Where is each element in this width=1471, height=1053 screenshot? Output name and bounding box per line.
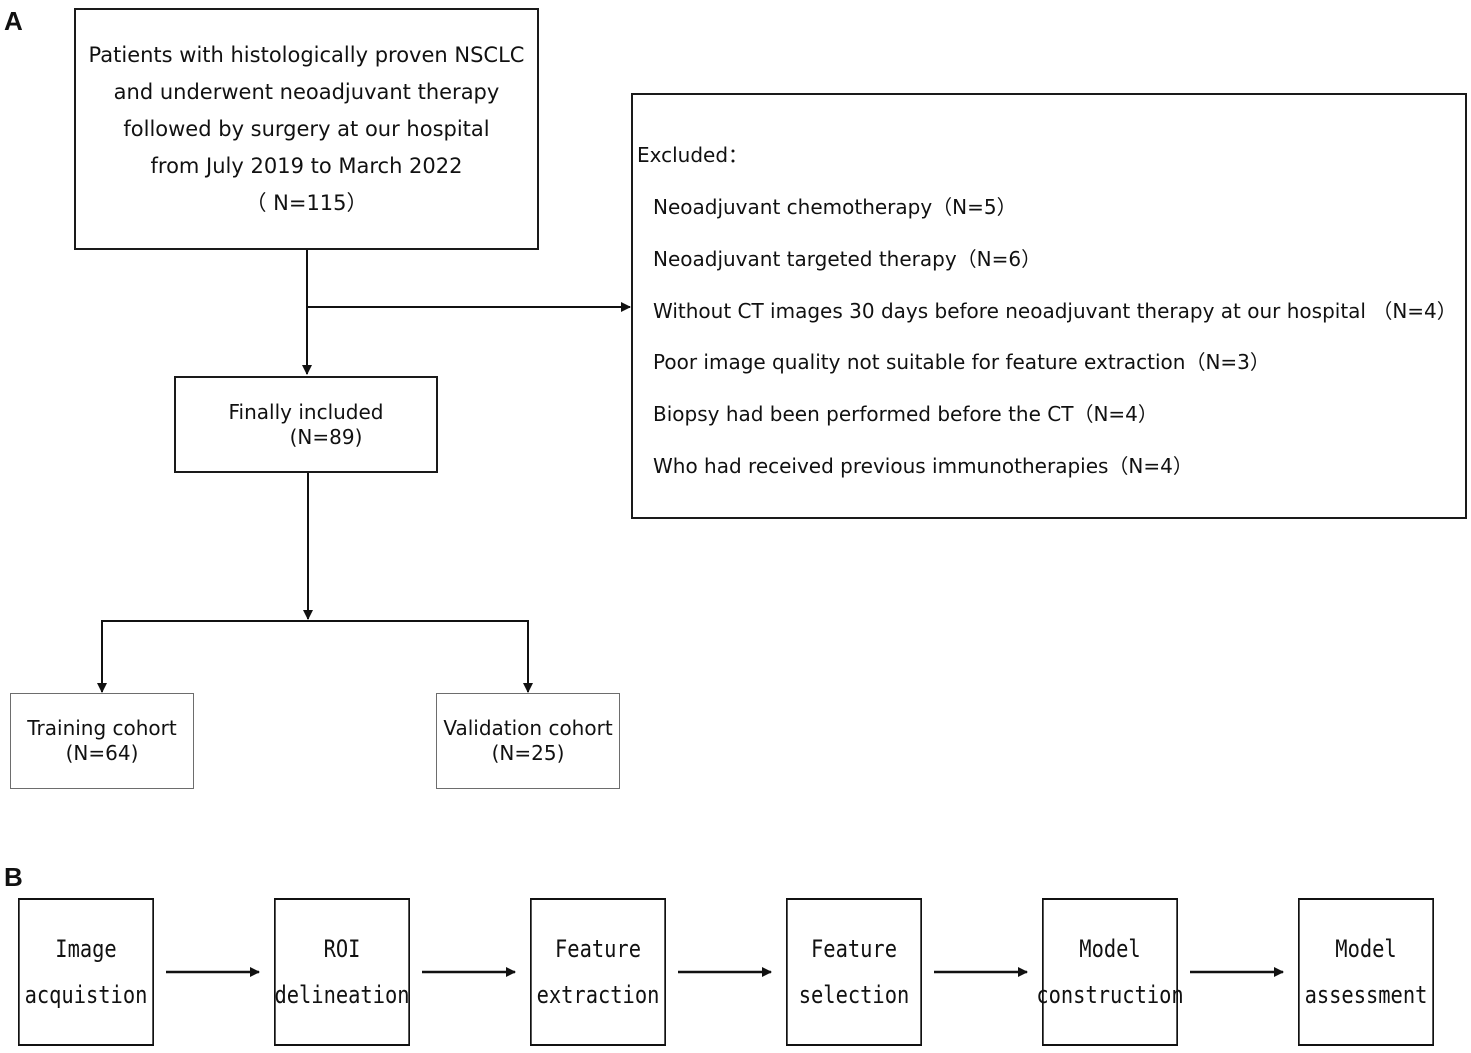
validation-label: Validation cohort — [443, 716, 613, 740]
step-line-2: selection — [798, 981, 910, 1009]
step-line-2: assessment — [1304, 981, 1428, 1009]
validation-count: (N=25) — [491, 741, 565, 765]
step-line-2: construction — [1036, 981, 1184, 1009]
patients-line-5: （ N=115） — [245, 190, 368, 215]
training-count: (N=64) — [65, 741, 139, 765]
step-line-2: delineation — [274, 981, 410, 1009]
included-count: (N=89) — [289, 424, 363, 449]
step-line-1: Model — [1079, 935, 1141, 963]
excluded-item: Who had received previous immunotherapie… — [653, 454, 1193, 478]
excluded-item: Neoadjuvant targeted therapy（N=6） — [653, 247, 1042, 271]
included-box: Finally included (N=89) — [174, 376, 438, 473]
step-line-1: Model — [1335, 935, 1397, 963]
step-line-1: Feature — [555, 935, 641, 963]
step-line-2: acquistion — [24, 981, 148, 1009]
workflow-step-roi-delineation: ROI delineation — [274, 898, 410, 1046]
patients-line-4: from July 2019 to March 2022 — [150, 153, 463, 178]
patients-line-2: and underwent neoadjuvant therapy — [113, 79, 500, 104]
panel-b-label: B — [4, 862, 23, 892]
workflow-step-feature-selection: Feature selection — [786, 898, 922, 1046]
panel-a-label: A — [4, 6, 23, 36]
workflow-step-model-assessment: Model assessment — [1298, 898, 1434, 1046]
excluded-heading: Excluded： — [637, 143, 749, 167]
excluded-item: Poor image quality not suitable for feat… — [653, 350, 1270, 374]
step-line-2: extraction — [536, 981, 660, 1009]
training-cohort-box: Training cohort (N=64) — [10, 693, 194, 789]
patients-box: Patients with histologically proven NSCL… — [74, 8, 539, 250]
step-line-1: Image — [55, 935, 117, 963]
excluded-box: Excluded： Neoadjuvant chemotherapy（N=5） … — [631, 93, 1467, 519]
patients-line-1: Patients with histologically proven NSCL… — [88, 42, 525, 67]
validation-cohort-box: Validation cohort (N=25) — [436, 693, 620, 789]
excluded-item: Without CT images 30 days before neoadju… — [653, 299, 1457, 323]
patients-line-3: followed by surgery at our hospital — [123, 116, 490, 141]
workflow-step-feature-extraction: Feature extraction — [530, 898, 666, 1046]
step-line-1: Feature — [811, 935, 897, 963]
included-label: Finally included — [228, 399, 384, 424]
step-line-1: ROI — [323, 935, 361, 963]
excluded-item: Neoadjuvant chemotherapy（N=5） — [653, 195, 1017, 219]
training-label: Training cohort — [27, 716, 177, 740]
excluded-item: Biopsy had been performed before the CT（… — [653, 402, 1158, 426]
workflow-step-image-acquisition: Image acquistion — [18, 898, 154, 1046]
workflow-step-model-construction: Model construction — [1036, 898, 1184, 1046]
